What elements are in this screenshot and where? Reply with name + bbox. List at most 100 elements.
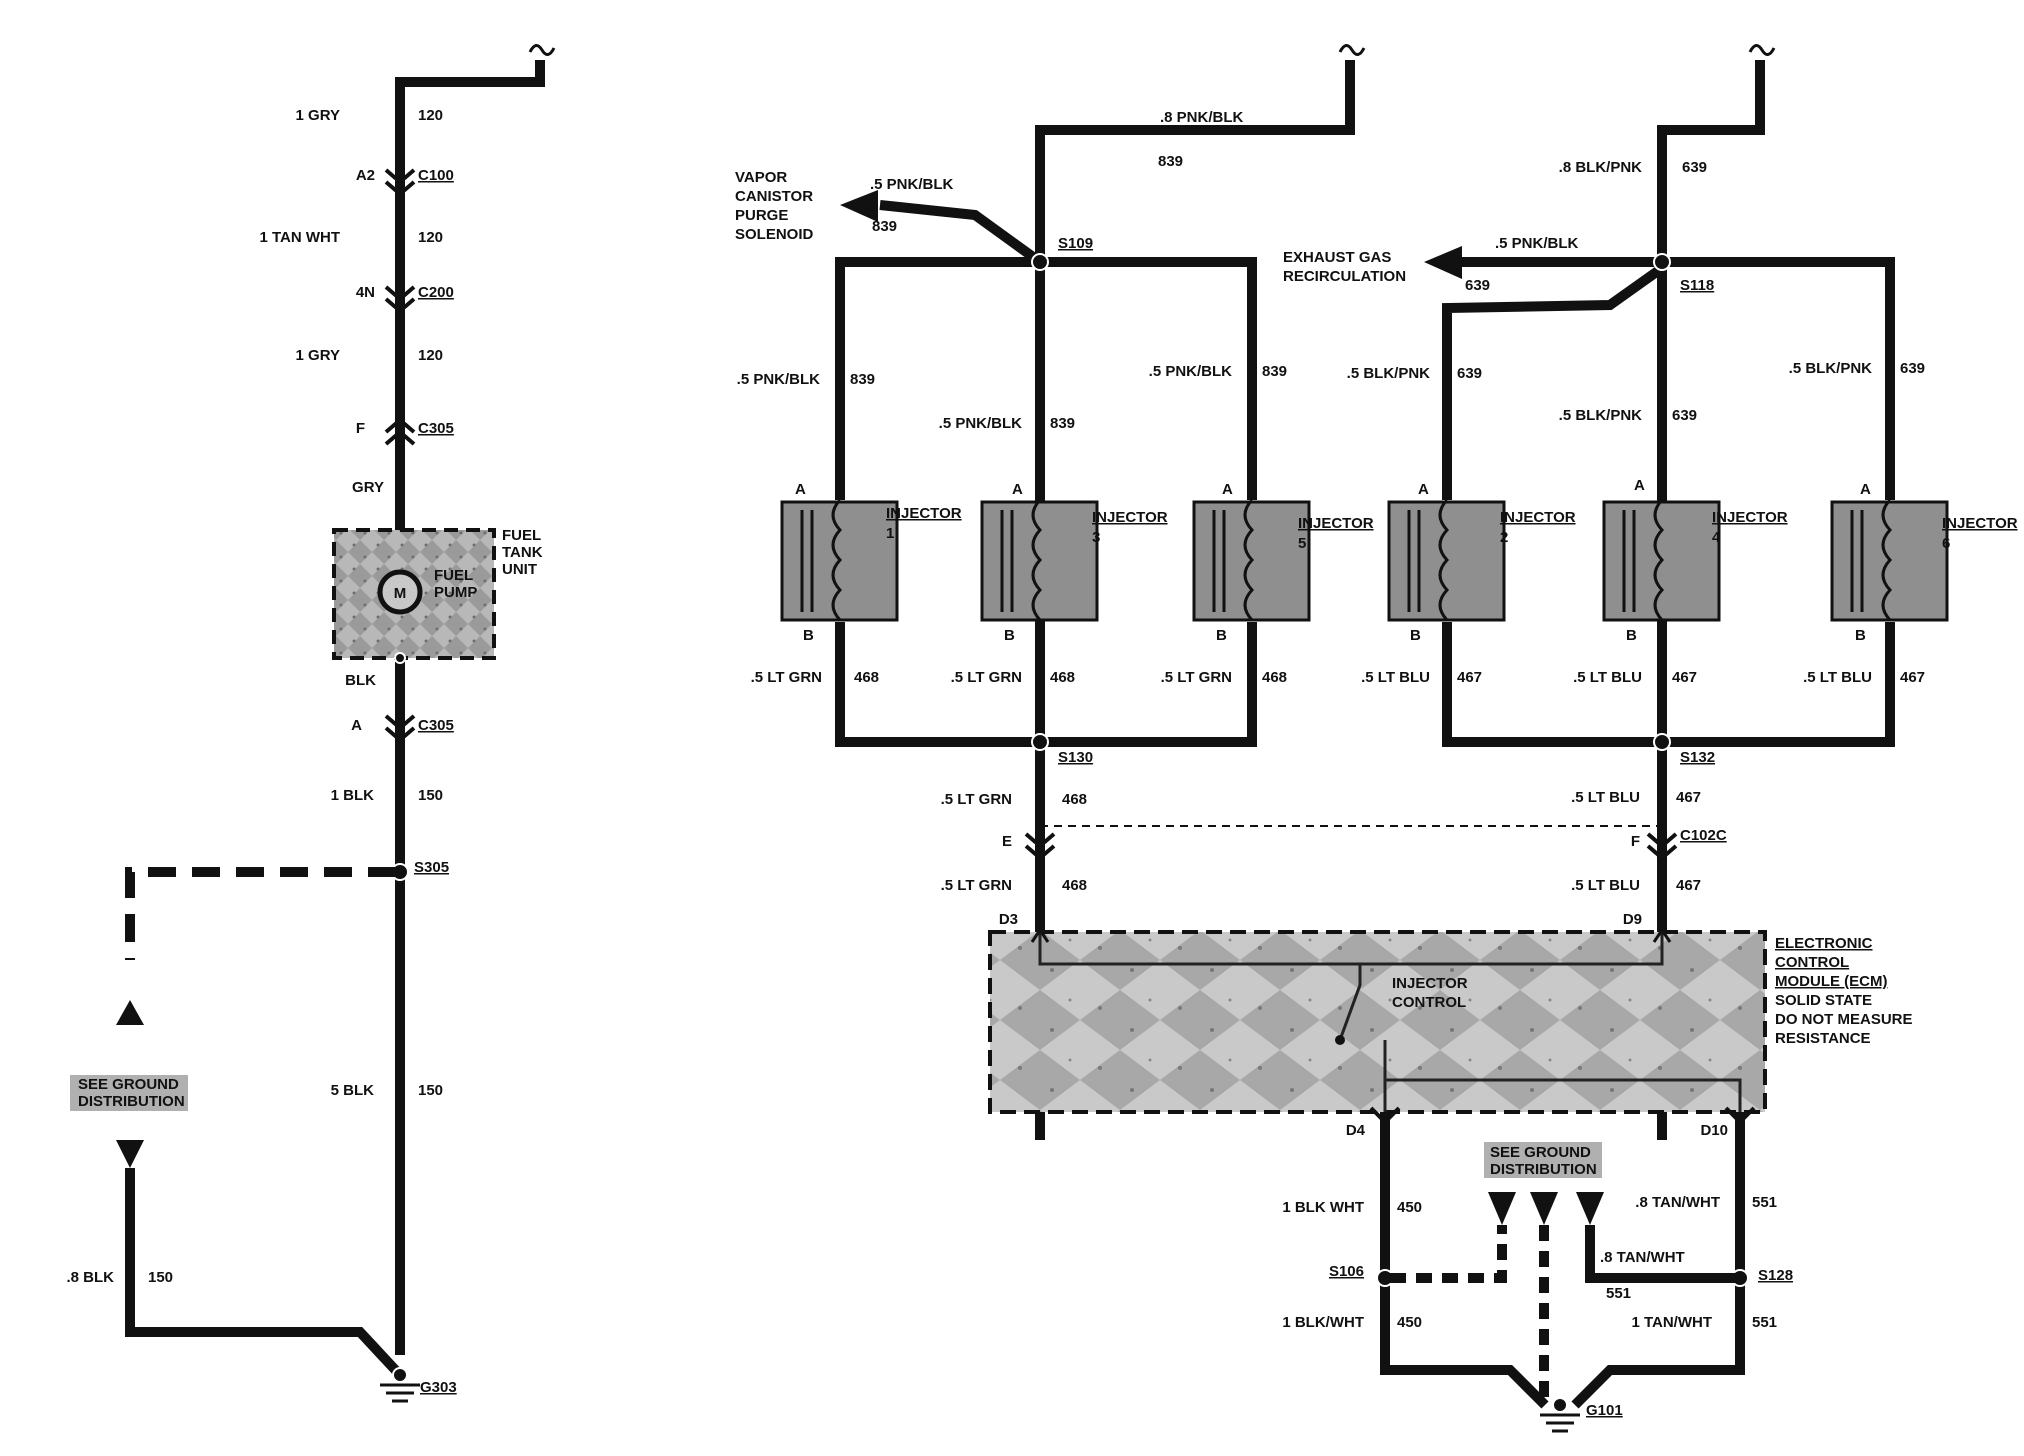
ground-symbol-icon [1540, 1413, 1580, 1433]
pin-b-label: B [1216, 627, 1227, 644]
injector-6-label: INJECTOR [1942, 515, 2018, 532]
wire-circuit-label: 467 [1676, 789, 1701, 806]
vapor-label-4: SOLENOID [735, 226, 814, 243]
wire-circuit-label: 639 [1672, 407, 1697, 424]
ecm-label-3: MODULE (ECM) [1775, 973, 1888, 990]
wire-color-label: .5 LT BLU [1803, 669, 1872, 686]
pin-label: A [351, 717, 362, 734]
wire-circuit-label: 468 [1062, 791, 1087, 808]
ground-arrow-icon [1530, 1192, 1558, 1225]
wire-circuit-label: 150 [418, 1082, 443, 1099]
injector-bank-2 [1040, 44, 1895, 1140]
injector-1-number: 1 [886, 525, 894, 542]
wire-color-label: .8 TAN/WHT [1600, 1249, 1685, 1266]
see-ground-highlight [70, 1075, 188, 1111]
wire-circuit-label: 639 [1900, 360, 1925, 377]
wire-circuit-label: 839 [872, 218, 897, 235]
see-ground-highlight [1484, 1142, 1602, 1178]
wire-color-label: .8 BLK [66, 1269, 114, 1286]
wire-color-label: GRY [352, 479, 384, 496]
injector-2-label: INJECTOR [1500, 509, 1576, 526]
wire-color-label: .5 LT BLU [1571, 789, 1640, 806]
injector-labels: .8 PNK/BLK 839 VAPOR CANISTOR PURGE SOLE… [735, 109, 2018, 1419]
connector-label: C200 [418, 284, 454, 301]
wire-color-label: .5 BLK/PNK [1347, 365, 1431, 382]
wire-color-label: .5 PNK/BLK [870, 176, 954, 193]
see-ground-label-1: SEE GROUND [1490, 1144, 1591, 1161]
see-ground-label-1: SEE GROUND [78, 1076, 179, 1093]
pin-b-label: B [803, 627, 814, 644]
wire-color-label: 1 BLK WHT [1282, 1199, 1364, 1216]
wire-color-label: 1 BLK/WHT [1282, 1314, 1364, 1331]
injector-5-label: INJECTOR [1298, 515, 1374, 532]
ecm-label-2: CONTROL [1775, 954, 1849, 971]
pin-label: F [356, 420, 365, 437]
splice-label: S128 [1758, 1267, 1793, 1284]
wire-circuit-label: 150 [148, 1269, 173, 1286]
wire-color-label: .5 LT BLU [1573, 669, 1642, 686]
pin-a-label: A [1012, 481, 1023, 498]
motor-icon [377, 569, 423, 615]
ground-arrow-icon [1576, 1192, 1604, 1225]
injector-bank-1 [835, 44, 1366, 1140]
injector-5-number: 5 [1298, 535, 1306, 552]
ecm-ground-circuit [1369, 1106, 1756, 1433]
ground-symbol-icon [380, 1383, 420, 1403]
ground-label: G303 [420, 1379, 457, 1396]
pin-b-label: B [1855, 627, 1866, 644]
vapor-label-2: CANISTOR [735, 188, 813, 205]
pin-a-label: A [1860, 481, 1871, 498]
wire-color-label: .5 LT BLU [1361, 669, 1430, 686]
wire-color-label: .8 PNK/BLK [1160, 109, 1244, 126]
wire-circuit-label: 450 [1397, 1199, 1422, 1216]
pin-b-label: B [1626, 627, 1637, 644]
vapor-label-1: VAPOR [735, 169, 787, 186]
c305-connector-icon [384, 714, 416, 743]
wire-circuit-label: 120 [418, 347, 443, 364]
wire-color-label: .5 PNK/BLK [737, 371, 821, 388]
wire-color-label: .8 TAN/WHT [1635, 1194, 1720, 1211]
injector-control-label-2: CONTROL [1392, 994, 1466, 1011]
injector-2-body [1387, 498, 1506, 622]
injector-6-number: 6 [1942, 535, 1950, 552]
injector-4-body [1602, 498, 1721, 622]
vapor-label-3: PURGE [735, 207, 788, 224]
connector-c102c-icon [1646, 832, 1678, 861]
wire-color-label: .5 PNK/BLK [1149, 363, 1233, 380]
ground-arrow-up-icon [116, 1000, 144, 1025]
connector-label: C102C [1680, 827, 1727, 844]
s109-splice-dot [1031, 253, 1049, 271]
pin-label: E [1002, 833, 1012, 850]
wire-circuit-label: 468 [1062, 877, 1087, 894]
wire-circuit-label: 839 [850, 371, 875, 388]
ecm-label-1: ELECTRONIC [1775, 935, 1873, 952]
pin-label: D10 [1700, 1122, 1728, 1139]
wire-color-label: .5 LT GRN [941, 877, 1012, 894]
c305-connector-icon [384, 417, 416, 446]
wire-circuit-label: 450 [1397, 1314, 1422, 1331]
ground-label: G101 [1586, 1402, 1623, 1419]
pin-label: F [1631, 833, 1640, 850]
pin-label: A2 [356, 167, 375, 184]
connector-e-icon [1024, 832, 1056, 861]
ecm-label-4: SOLID STATE [1775, 992, 1872, 1009]
wire-circuit-label: 639 [1682, 159, 1707, 176]
wire-circuit-label: 839 [1262, 363, 1287, 380]
vapor-arrow-icon [840, 190, 878, 222]
pin-a-label: A [1418, 481, 1429, 498]
wire-color-label: .5 BLK/PNK [1559, 407, 1643, 424]
c200-connector-icon [384, 285, 416, 314]
wire-circuit-label: 120 [418, 107, 443, 124]
wire-color-label: .5 LT GRN [951, 669, 1022, 686]
g101-ground-dot [1552, 1397, 1568, 1413]
splice-label: S106 [1329, 1263, 1364, 1280]
wire-circuit-label: 468 [1050, 669, 1075, 686]
pin-a-label: A [1222, 481, 1233, 498]
motor-letter: M [394, 585, 407, 602]
wire-color-label: 1 GRY [296, 347, 340, 364]
wire-circuit-label: 551 [1606, 1285, 1631, 1302]
wire-color-label: 1 TAN/WHT [1631, 1314, 1712, 1331]
fuel-tank-unit-label-1: FUEL [502, 527, 541, 544]
ecm-label-5: DO NOT MEASURE [1775, 1011, 1913, 1028]
